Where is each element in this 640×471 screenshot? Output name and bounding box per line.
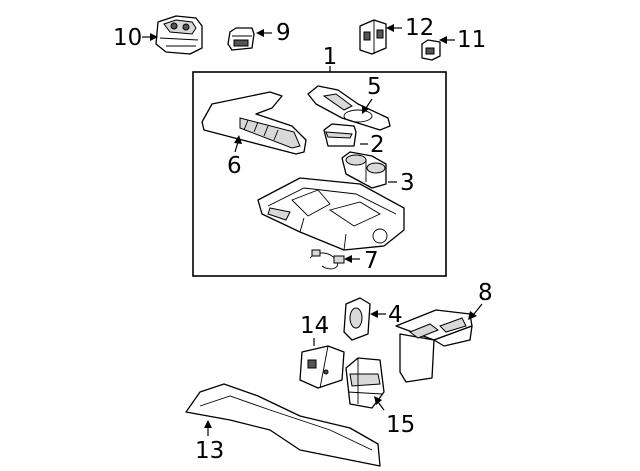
part-7-wiring-harness [309, 249, 345, 270]
callout-11: 11 [457, 27, 486, 53]
part-2-storage-tray [323, 123, 357, 147]
callout-12: 12 [405, 15, 434, 41]
callout-15: 15 [386, 412, 415, 438]
console-base [257, 177, 405, 251]
part-14-control-module [299, 345, 345, 389]
part-13-side-panel [185, 383, 381, 467]
part-5-top-trim [307, 85, 391, 131]
callout-4: 4 [388, 302, 403, 328]
callout-8: 8 [478, 280, 493, 306]
part-9-switch [227, 27, 255, 51]
callout-7: 7 [364, 248, 379, 274]
part-10-switch-assembly [155, 15, 203, 55]
part-12-switch-module [359, 19, 387, 55]
callout-3: 3 [400, 170, 415, 196]
part-6-trim-plate [201, 91, 307, 155]
callout-8-leader [473, 303, 483, 315]
callout-1: 1 [323, 44, 338, 70]
part-15-bracket [345, 357, 385, 409]
callout-6: 6 [227, 153, 242, 179]
callout-14: 14 [300, 313, 329, 339]
callout-15-leader [377, 401, 385, 411]
callout-5: 5 [367, 74, 382, 100]
console-assembly-frame [192, 71, 447, 277]
part-3-cup-holder [341, 151, 387, 189]
callout-6-leader [234, 141, 239, 153]
part-8-storage-bin [395, 309, 473, 383]
part-4-bezel [343, 297, 371, 341]
callout-13: 13 [195, 438, 224, 464]
callout-2: 2 [370, 132, 385, 158]
part-11-connector [421, 39, 441, 61]
callout-9: 9 [276, 20, 291, 46]
callout-5-leader [365, 98, 373, 109]
callout-10: 10 [113, 25, 142, 51]
